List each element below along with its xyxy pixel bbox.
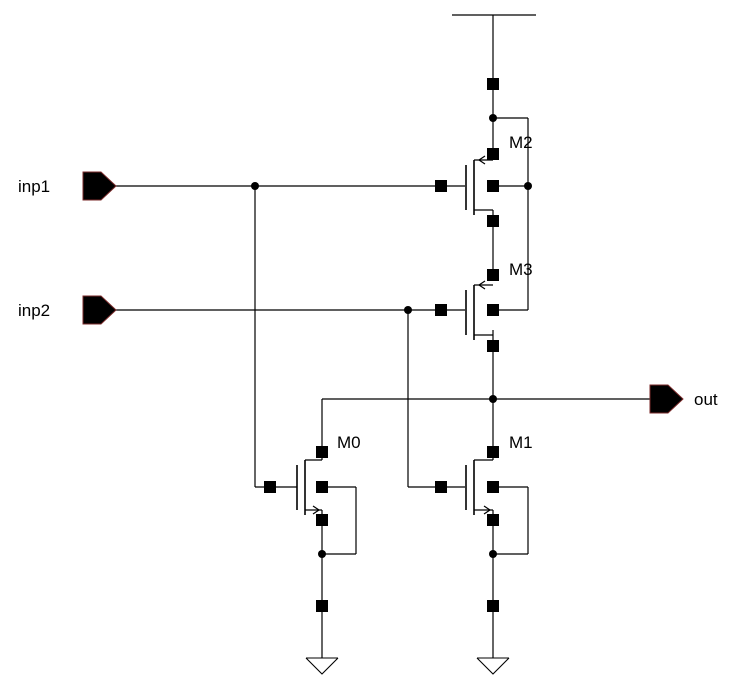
m2-label: M2 — [509, 133, 533, 152]
ground-m1 — [476, 657, 510, 675]
m1-label: M1 — [509, 433, 533, 452]
junction-dot — [404, 306, 412, 314]
m0-gate-pin[interactable] — [264, 481, 276, 493]
transistor-m0[interactable]: M0 — [264, 433, 361, 526]
m3-drain-pin[interactable] — [487, 340, 499, 352]
junction-dot — [318, 550, 326, 558]
junction-dot — [489, 114, 497, 122]
input-port-icon[interactable] — [82, 295, 117, 325]
output-port-icon[interactable] — [649, 384, 684, 414]
junction-dot — [251, 182, 259, 190]
ground-m0 — [305, 657, 339, 675]
port-label-inp1: inp1 — [18, 177, 50, 196]
m1-gate-pin[interactable] — [435, 481, 447, 493]
m3-source-pin[interactable] — [487, 269, 499, 281]
inp1-net[interactable] — [115, 185, 465, 488]
m0-ground-pin[interactable] — [316, 600, 328, 612]
m2-drain-pin[interactable] — [487, 215, 499, 227]
m1-body-pin[interactable] — [487, 481, 499, 493]
junction-dots — [251, 114, 532, 558]
m2-body-pin[interactable] — [487, 180, 499, 192]
vdd-rail[interactable] — [452, 14, 536, 118]
port-inp1[interactable]: inp1 — [18, 171, 117, 201]
m3-body-pin[interactable] — [487, 304, 499, 316]
port-inp2[interactable]: inp2 — [18, 295, 117, 325]
junction-dot — [489, 395, 497, 403]
junction-dot — [489, 550, 497, 558]
m1-drain-pin[interactable] — [487, 446, 499, 458]
m2-gate-pin[interactable] — [435, 180, 447, 192]
port-out[interactable]: out — [649, 384, 718, 414]
port-label-out: out — [694, 390, 718, 409]
transistor-m3[interactable]: M3 — [435, 260, 533, 352]
out-net[interactable] — [321, 398, 650, 460]
port-label-inp2: inp2 — [18, 301, 50, 320]
m0-drain-pin[interactable] — [316, 446, 328, 458]
m3-gate-pin[interactable] — [435, 304, 447, 316]
m1-source-pin[interactable] — [487, 514, 499, 526]
transistor-m1[interactable]: M1 — [435, 433, 533, 526]
m0-body-pin[interactable] — [316, 481, 328, 493]
junction-dot — [524, 182, 532, 190]
input-port-icon[interactable] — [82, 171, 117, 201]
m3-label: M3 — [509, 260, 533, 279]
vdd-pin[interactable] — [487, 78, 499, 90]
m0-leg-wires[interactable] — [321, 486, 357, 658]
m1-ground-pin[interactable] — [487, 600, 499, 612]
m0-label: M0 — [337, 433, 361, 452]
m0-source-pin[interactable] — [316, 514, 328, 526]
transistor-m2[interactable]: M2 — [435, 133, 533, 227]
m2-source-pin[interactable] — [487, 148, 499, 160]
